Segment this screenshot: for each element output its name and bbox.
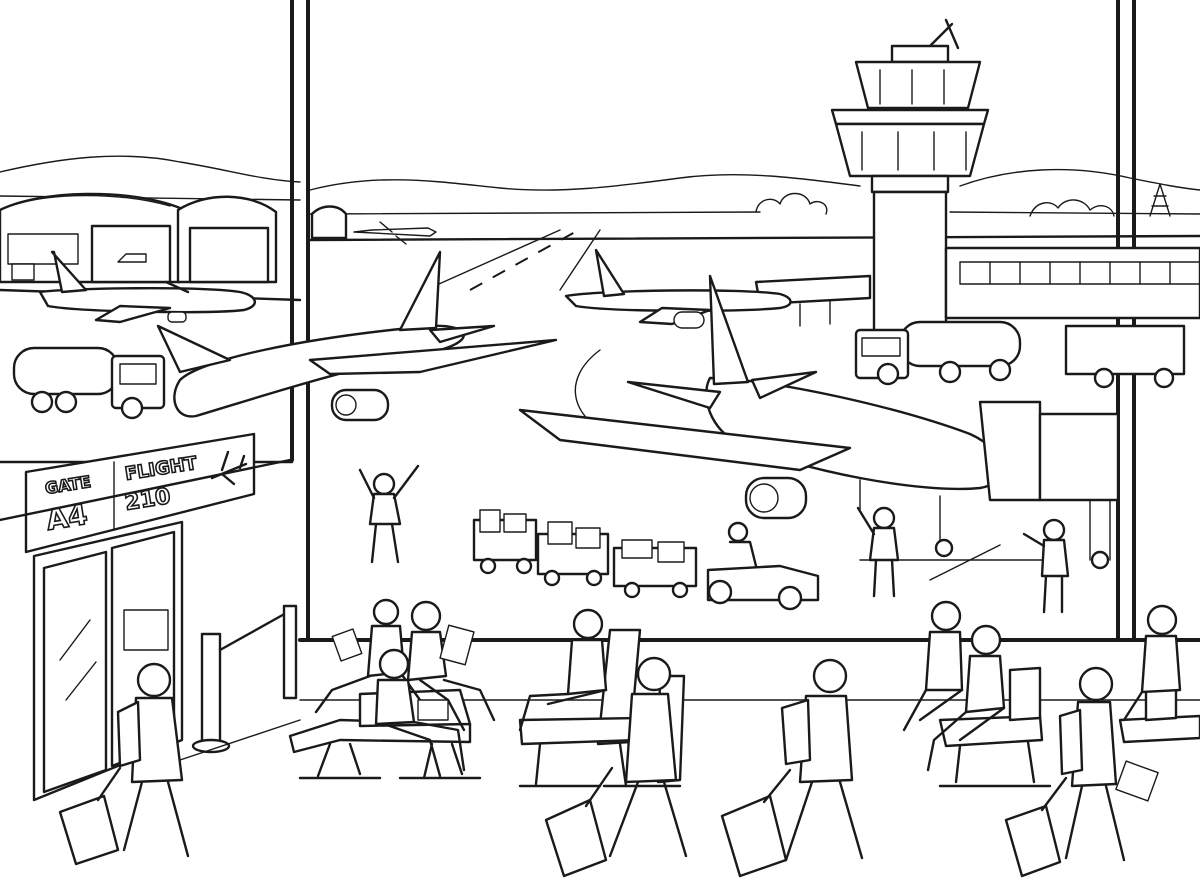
walking-boy-with-suitcase bbox=[58, 662, 190, 866]
fuel-truck-right bbox=[854, 320, 1186, 389]
ground-crew-worker bbox=[856, 506, 900, 598]
distant-hills bbox=[0, 155, 1200, 215]
hangars bbox=[0, 192, 348, 284]
terminal-building bbox=[944, 246, 1200, 320]
jet-bridge-near bbox=[978, 400, 1120, 570]
seated-person-right-2 bbox=[926, 624, 1006, 772]
queue-stanchion bbox=[191, 604, 298, 754]
walking-man-with-backpack bbox=[720, 658, 864, 878]
trees bbox=[755, 183, 1171, 217]
seated-person-right-3 bbox=[1122, 604, 1182, 722]
walking-man-with-suitcase bbox=[544, 656, 688, 878]
ground-crew-marshaller bbox=[358, 464, 420, 564]
airplane-far-middle bbox=[564, 248, 792, 329]
airplane-center-left bbox=[156, 250, 558, 422]
fuel-truck-left bbox=[12, 346, 166, 420]
baggage-train bbox=[472, 509, 820, 611]
seated-person-tablet bbox=[374, 648, 466, 778]
airplane-center-large bbox=[518, 274, 1002, 558]
seated-person-center bbox=[518, 608, 608, 732]
seated-person-right-1 bbox=[902, 600, 964, 732]
distant-airplane bbox=[353, 221, 437, 245]
parked-airplane-left bbox=[38, 250, 256, 324]
ground-crew-signaller bbox=[1022, 518, 1070, 614]
airplane-icon bbox=[210, 450, 248, 486]
walking-girl-with-backpack bbox=[1004, 666, 1159, 878]
gate-sign: GATE A4 FLIGHT 210 bbox=[24, 432, 256, 554]
seated-person-book bbox=[406, 600, 496, 732]
